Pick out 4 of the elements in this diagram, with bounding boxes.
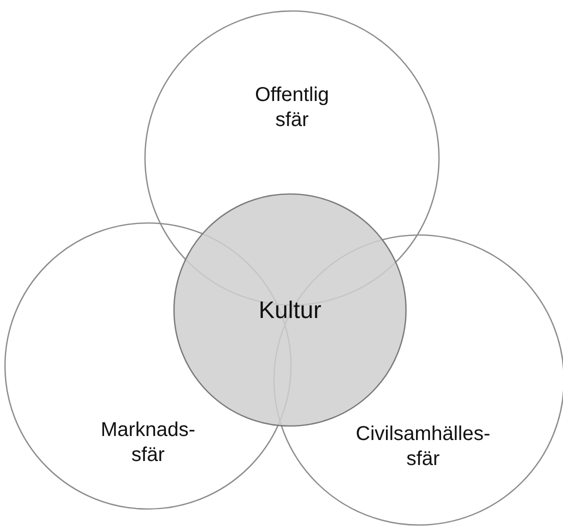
circle-label: Offentlig sfär (254, 83, 330, 133)
circle-label: Marknads- sfär (100, 418, 196, 468)
circle-label: Kultur (258, 296, 322, 326)
circle-label: Civilsamhälles- sfär (354, 422, 492, 472)
